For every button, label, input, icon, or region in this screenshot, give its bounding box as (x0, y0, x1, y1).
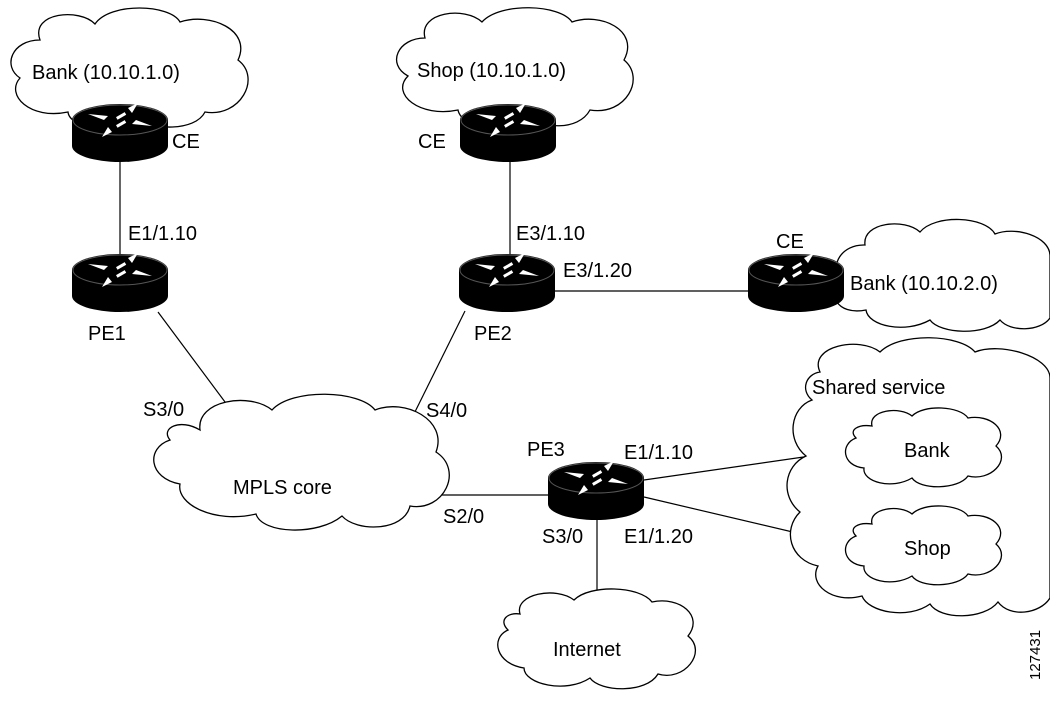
cloud-mpls-core: MPLS core (153, 393, 450, 531)
interface-label: E3/1.20 (563, 260, 632, 282)
cloud-bank-right: Bank (10.10.2.0) (833, 218, 1050, 332)
interface-label: E1/1.10 (128, 223, 197, 245)
cloud-label: MPLS core (233, 477, 332, 499)
figure-id: 127431 (1027, 630, 1044, 680)
router-label: CE (172, 131, 200, 153)
router-label: PE1 (88, 323, 126, 345)
cloud-internet: Internet (497, 588, 696, 690)
link-pe1-mpls (157, 311, 229, 407)
interface-label: S4/0 (426, 400, 467, 422)
interface-label: E1/1.20 (624, 526, 693, 548)
cloud-label: Bank (10.10.1.0) (32, 62, 180, 84)
interface-label: S3/0 (143, 399, 184, 421)
router-label: PE3 (527, 439, 565, 461)
router-label: CE (418, 131, 446, 153)
interface-labels: E1/1.10 S3/0 E3/1.10 E3/1.20 S4/0 S2/0 S… (128, 223, 693, 548)
cloud-shop-top: Shop (10.10.1.0) (395, 7, 634, 128)
cloud-label: Bank (10.10.2.0) (850, 273, 998, 295)
router-label: PE2 (474, 323, 512, 345)
cloud-shared-bank: Bank (845, 407, 1003, 488)
cloud-bank-top: Bank (10.10.1.0) (10, 7, 249, 129)
router-ce-shop-top: CE (418, 102, 557, 163)
router-pe3: PE3 (527, 439, 645, 521)
router-pe1: PE1 (71, 252, 169, 345)
interface-label: E3/1.10 (516, 223, 585, 245)
router-label: CE (776, 231, 804, 253)
router-ce-bank-top: CE (71, 102, 200, 163)
router-ce-bank-right: CE (747, 231, 845, 313)
interface-label: E1/1.10 (624, 442, 693, 464)
router-pe2: PE2 (458, 252, 556, 345)
cloud-label: Shared service (812, 377, 945, 399)
interface-label: S2/0 (443, 506, 484, 528)
links (119, 160, 853, 620)
cloud-label: Bank (904, 440, 951, 462)
cloud-label: Shop (10.10.1.0) (417, 60, 566, 82)
cloud-label: Shop (904, 538, 951, 560)
interface-label: S3/0 (542, 526, 583, 548)
cloud-label: Internet (553, 639, 621, 661)
cloud-shared-shop: Shop (845, 505, 1003, 586)
